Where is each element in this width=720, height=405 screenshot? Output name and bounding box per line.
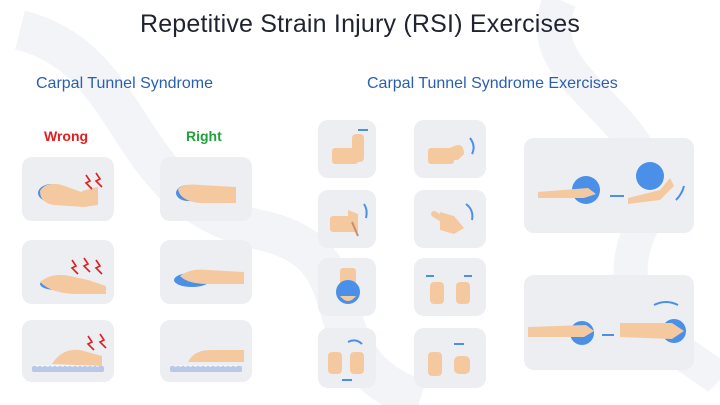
right-mouse-grip-illustration [176,184,236,203]
finger-spread-illustration [328,339,364,381]
right-keyboard-card [160,320,252,382]
exercise-ball-press-card [524,138,694,233]
exercise-finger-stretch-card [318,190,376,248]
wrong-mouse-grip-card [22,157,114,221]
wrong-mouse-wrist-card [22,240,114,304]
wrist-extension-illustration [332,129,368,164]
wrong-keyboard-illustration [32,333,107,372]
wrong-mouse-wrist-illustration [40,257,106,294]
right-mouse-wrist-card [160,240,252,304]
section-heading-exercises: Carpal Tunnel Syndrome Exercises [367,75,618,92]
wrong-mouse-grip-illustration [38,172,103,207]
section-heading-syndrome: Carpal Tunnel Syndrome [36,75,213,92]
right-mouse-wrist-illustration [174,269,244,287]
exercise-wrist-extension-card [318,120,376,178]
fist-open-illustration [428,343,470,376]
exercise-fist-open-card [414,328,486,388]
right-keyboard-illustration [170,350,244,372]
exercise-thumb-stretch-card [414,190,486,248]
thumb-stretch-illustration [431,203,474,234]
ball-grip-illustration [528,301,686,345]
exercise-ball-squeeze-card [318,258,376,316]
open-hands-illustration [426,275,472,304]
exercise-open-hands-card [414,258,486,316]
wrist-flexion-illustration [428,137,475,164]
page-title: Repetitive Strain Injury (RSI) Exercises [139,10,581,38]
ball-squeeze-illustration [336,268,360,304]
exercise-wrist-flexion-card [414,120,486,178]
ball-press-illustration [538,162,685,204]
finger-stretch-illustration [330,203,368,237]
right-mouse-grip-card [160,157,252,221]
right-label: Right [186,128,222,144]
wrong-label: Wrong [44,128,89,144]
exercise-finger-spread-card [318,328,376,388]
exercise-ball-grip-card [524,275,694,370]
wrong-keyboard-card [22,320,114,382]
